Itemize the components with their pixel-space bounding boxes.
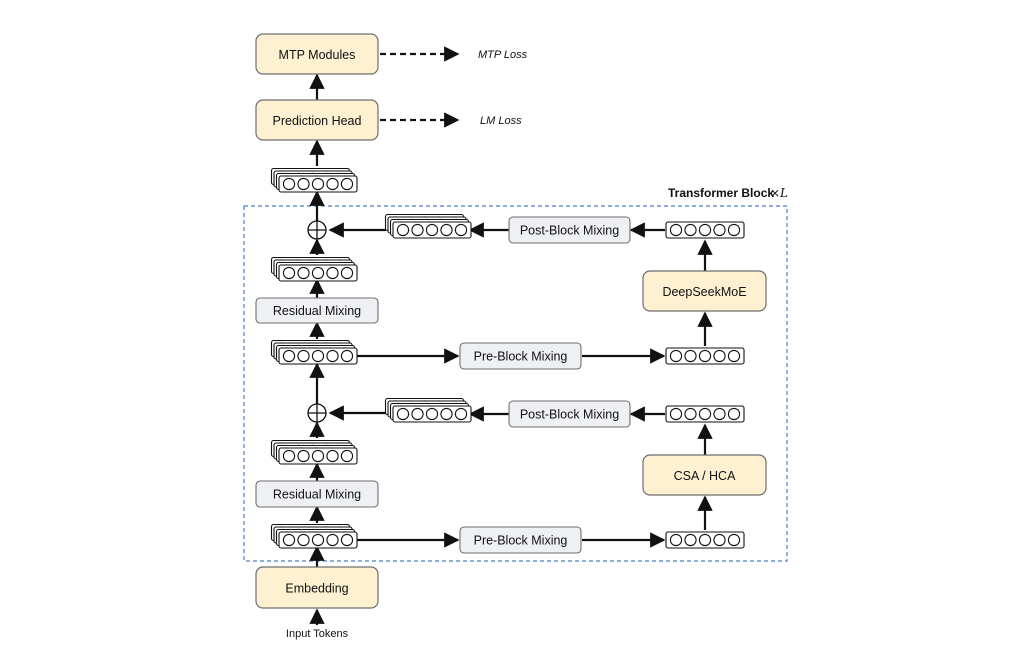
residual-mixing-top-box: Residual Mixing [255, 297, 379, 324]
loss-arrows [380, 46, 460, 128]
lm-loss-label: LM Loss [480, 115, 522, 127]
transformer-block-title: Transformer Block [668, 186, 774, 200]
hidden-vector-stack-middle [270, 339, 358, 365]
attn-input-vector [665, 531, 745, 549]
svg-text:DeepSeekMoE: DeepSeekMoE [662, 285, 746, 299]
svg-text:Prediction Head: Prediction Head [273, 114, 362, 128]
post-mix-vector-stack-bottom [384, 397, 472, 423]
output-vector-stack [270, 167, 358, 193]
attn-output-vector [665, 405, 745, 423]
mtp-modules-box: MTP Modules [255, 33, 379, 75]
pre-add-vector-stack-bottom [270, 439, 358, 465]
post-mix-vector-stack-top [384, 213, 472, 239]
svg-text:Pre-Block Mixing: Pre-Block Mixing [474, 534, 568, 548]
ffn-input-vector [665, 347, 745, 365]
svg-text:Post-Block Mixing: Post-Block Mixing [520, 224, 619, 238]
svg-text:Post-Block Mixing: Post-Block Mixing [520, 408, 619, 422]
add-circle-top [307, 220, 327, 240]
pre-add-vector-stack-top [270, 256, 358, 282]
add-circle-bottom [307, 403, 327, 423]
ffn-output-vector [665, 221, 745, 239]
input-tokens-label: Input Tokens [286, 628, 349, 640]
pre-block-mixing-top-box: Pre-Block Mixing [459, 342, 582, 370]
svg-text:Residual Mixing: Residual Mixing [273, 304, 361, 318]
mtp-loss-label: MTP Loss [478, 49, 528, 61]
post-block-mixing-top-box: Post-Block Mixing [508, 216, 631, 244]
transformer-block-border [243, 205, 788, 562]
post-block-mixing-bottom-box: Post-Block Mixing [508, 400, 631, 428]
connectors [309, 73, 713, 625]
residual-mixing-bottom-box: Residual Mixing [255, 480, 379, 508]
svg-text:Pre-Block Mixing: Pre-Block Mixing [474, 350, 568, 364]
svg-text:Residual Mixing: Residual Mixing [273, 488, 361, 502]
svg-text:MTP Modules: MTP Modules [279, 48, 356, 62]
pre-block-mixing-bottom-box: Pre-Block Mixing [459, 526, 582, 554]
svg-text:CSA / HCA: CSA / HCA [674, 469, 736, 483]
prediction-head-box: Prediction Head [255, 99, 379, 141]
transformer-block-multiplier: ×L [770, 186, 788, 200]
svg-text:Embedding: Embedding [285, 582, 348, 596]
csa-hca-box: CSA / HCA [642, 454, 767, 496]
embedding-box: Embedding [255, 566, 379, 609]
deepseek-moe-box: DeepSeekMoE [642, 270, 767, 312]
hidden-vector-stack-bottom [270, 523, 358, 549]
